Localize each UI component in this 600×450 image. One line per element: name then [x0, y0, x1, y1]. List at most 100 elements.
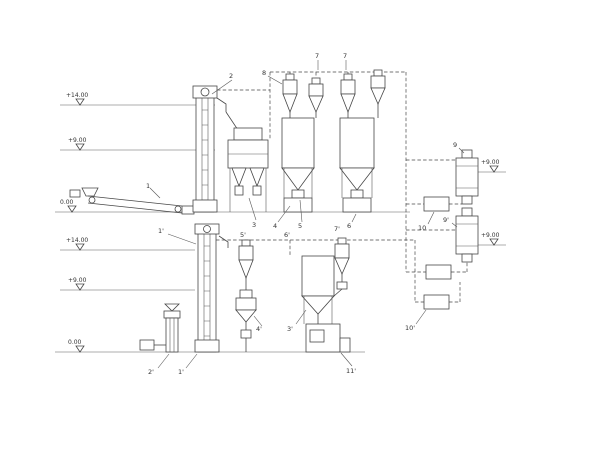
cyclone	[340, 73, 356, 118]
grain-cleaner: 3	[225, 111, 269, 229]
bucket-elevator-bottom: 1'	[158, 223, 229, 353]
rotary-valve	[291, 189, 305, 199]
machine-body	[235, 297, 257, 311]
cyclone-group-top: 7 7 8	[262, 52, 386, 118]
outlet-box	[234, 185, 244, 196]
leader-line	[149, 187, 161, 199]
elevation-marker: +14.00	[66, 92, 88, 106]
elevator-leg	[195, 95, 215, 213]
support-legs	[283, 168, 313, 198]
conveyor-pulley	[88, 196, 96, 204]
equipment-label: 5'	[240, 231, 246, 239]
leader-line	[295, 309, 307, 325]
discharge-spout	[216, 97, 227, 112]
elevation-label: 0.00	[60, 199, 74, 206]
equipment-label: 10	[418, 224, 426, 232]
fan-box	[423, 294, 450, 310]
cyclone-body	[334, 243, 350, 259]
elevation-label: +9.00	[481, 232, 500, 239]
leader-line	[185, 353, 198, 369]
equipment-label: 9'	[443, 216, 449, 224]
elevator-boot	[194, 339, 220, 353]
cyclone-cone	[334, 257, 350, 275]
conveyor-motor	[181, 205, 195, 215]
elevator-leg	[197, 231, 217, 353]
discharge-cone	[231, 167, 247, 188]
bin-and-packer: 3' 11'	[287, 255, 356, 375]
elevation-label: +14.00	[66, 92, 88, 99]
rotary-valve	[239, 289, 253, 299]
leader-line	[267, 75, 283, 85]
intake-cone	[164, 303, 180, 312]
conveyor-pulley	[174, 205, 182, 213]
leader-line	[427, 211, 435, 225]
bucket-elevator-top: 2	[192, 72, 233, 213]
equipment-label: 5	[298, 222, 302, 230]
elevation-marker: +9.00	[68, 137, 87, 151]
equipment-label: 9	[453, 141, 457, 149]
equipment-label: 7	[315, 52, 319, 60]
storage-bin-a: 4 5	[273, 117, 315, 230]
fan-box	[425, 264, 452, 280]
collector-top-stub	[461, 207, 473, 217]
outlet-box	[252, 185, 262, 196]
cyclone-body	[238, 245, 254, 261]
elevator-leg	[165, 317, 179, 353]
machine-cone	[235, 309, 257, 323]
elevation-marker: 0.00	[68, 339, 85, 353]
collector-body	[455, 215, 479, 255]
storage-bin-b: 6	[339, 117, 375, 230]
bin-cone	[301, 295, 335, 315]
leader-line	[248, 197, 257, 221]
elevation-label: +9.00	[68, 277, 87, 284]
equipment-label: 3	[252, 221, 256, 229]
elevation-marker: +9.00	[481, 159, 500, 173]
elevation-marker: +14.00	[66, 237, 88, 251]
bin-body	[301, 255, 335, 297]
rotary-valve	[336, 281, 348, 290]
support-legs	[341, 168, 373, 198]
discharge-cone	[249, 167, 265, 188]
small-elevator: 2' 1'	[139, 303, 198, 376]
equipment-label: 6	[347, 222, 351, 230]
support-legs	[303, 296, 333, 324]
equipment-label: 11'	[346, 367, 356, 375]
cyclone	[282, 73, 298, 118]
equipment-label: 2'	[148, 368, 154, 376]
datum-lines	[55, 104, 506, 353]
bin-cone	[281, 167, 315, 191]
screw-conveyor: 1	[69, 182, 195, 215]
equipment-label: 3'	[287, 325, 293, 333]
cyclone	[370, 69, 386, 118]
fan-10: 10	[418, 196, 452, 280]
elevation-label: +14.00	[66, 237, 88, 244]
leader-line	[451, 222, 458, 228]
leader-line	[415, 309, 427, 325]
fan-10p: 10'	[405, 294, 450, 332]
elevation-marker: +9.00	[68, 277, 87, 291]
discharge-spout	[218, 235, 229, 248]
leader-line	[211, 79, 233, 95]
cyclone-stack-bottom-left: 4'	[235, 239, 263, 352]
equipment-label: 1'	[158, 227, 164, 235]
dust-collector-9: 9	[453, 141, 479, 205]
head-pulley	[200, 87, 210, 97]
equipment-label: 4	[273, 222, 277, 230]
leader-line	[458, 147, 465, 154]
leader-line	[299, 199, 303, 223]
leader-line	[253, 315, 263, 327]
leader-line	[157, 353, 170, 369]
bin-cone	[339, 167, 375, 191]
base-machine	[342, 197, 372, 213]
bin-body	[339, 117, 375, 169]
cyclone	[308, 77, 324, 118]
elevation-markers: +14.00 +9.00 0.00 +14.00 +9.00 0.00 +9.0…	[60, 92, 500, 353]
equipment-label: 7'	[334, 225, 340, 233]
leader-line	[277, 205, 291, 223]
base-machine	[283, 197, 313, 213]
collector-bottom-stub	[461, 253, 473, 263]
elevator-head	[163, 310, 181, 319]
packer-detail	[309, 329, 325, 343]
equipment-label: 7	[343, 52, 347, 60]
